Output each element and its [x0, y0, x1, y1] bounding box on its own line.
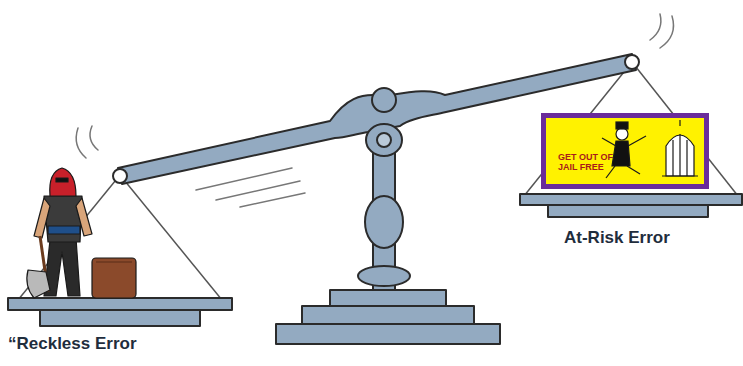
- scale-pan: [520, 194, 742, 205]
- jail-card: GET OUT OF JAIL FREE: [541, 113, 709, 189]
- scale-pan: [8, 298, 232, 310]
- scale-hub: [377, 133, 391, 147]
- monopoly-man: [602, 122, 646, 178]
- pan-strings: [18, 62, 738, 300]
- card-text: GET OUT OF JAIL FREE: [558, 152, 620, 172]
- executioner-figure: [27, 168, 136, 298]
- pan-label: “Reckless Error: [8, 334, 137, 354]
- pan-label: At-Risk Error: [564, 228, 670, 248]
- scale-pan: [548, 205, 708, 217]
- scale-post: [358, 266, 410, 286]
- scale-pan: [40, 310, 200, 326]
- scale-base: [302, 306, 474, 324]
- scale-knob: [372, 88, 396, 112]
- beam-ring: [625, 55, 639, 69]
- scale-post: [365, 196, 403, 248]
- scale-hub: [366, 124, 402, 156]
- bird-cage: [662, 120, 698, 176]
- scale-base: [330, 290, 446, 306]
- scale-base: [276, 324, 500, 344]
- beam-ring: [113, 169, 127, 183]
